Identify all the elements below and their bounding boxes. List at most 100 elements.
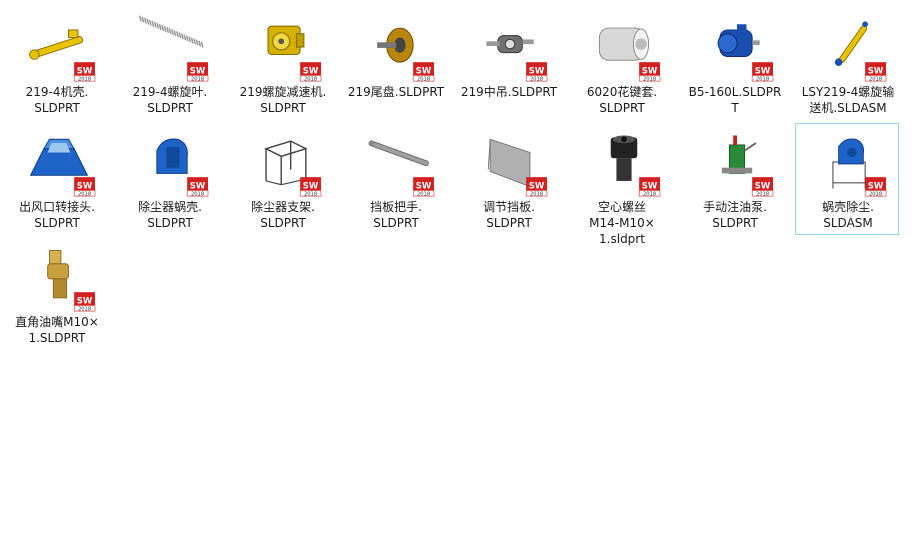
svg-text:2018: 2018 [191,76,204,82]
svg-text:2018: 2018 [756,76,769,82]
outlet-adapter-icon: SW 2018 [29,138,96,197]
volute-casing-icon: SW 2018 [156,138,209,197]
screw-flight-icon: SW 2018 [139,15,209,82]
file-name: 蜗壳除尘. SLDASM [822,200,874,230]
file-item[interactable]: SW 2018 挡板把手. SLDPRT [343,123,447,235]
file-name: 219尾盘.SLDPRT [347,85,445,99]
file-thumbnail: SW 2018 [245,126,325,198]
file-item[interactable]: SW 2018 219-4机壳. SLDPRT [4,8,108,120]
file-item[interactable]: SW 2018 219尾盘.SLDPRT [343,8,447,120]
file-item[interactable]: SW 2018 除尘器支架. SLDPRT [230,123,334,235]
solidworks-badge-text: SW [868,182,884,192]
file-name: 219中吊.SLDPRT [460,85,558,99]
solidworks-badge-text: SW [416,182,432,192]
solidworks-badge-text: SW [77,67,93,77]
file-thumbnail: SW 2018 [358,11,438,83]
file-thumbnail: SW 2018 [810,126,890,198]
file-name: 出风口转接头. SLDPRT [19,200,95,230]
file-item[interactable]: SW 2018 空心螺丝 M14-M10× 1.sldprt [569,123,673,246]
solidworks-badge-text: SW [755,182,771,192]
svg-text:2018: 2018 [869,191,882,197]
file-name: 219-4螺旋叶. SLDPRT [132,85,208,115]
file-thumbnail: SW 2018 [245,11,325,83]
file-thumbnail: SW 2018 [471,126,551,198]
svg-text:2018: 2018 [643,191,656,197]
svg-text:2018: 2018 [869,76,882,82]
file-name: 挡板把手. SLDPRT [370,200,422,230]
file-item[interactable]: SW 2018 调节挡板. SLDPRT [456,123,560,235]
tail-disc-icon: SW 2018 [377,27,435,82]
adjust-baffle-icon: SW 2018 [487,138,548,197]
screw-conveyor-icon: SW 2018 [834,21,887,82]
file-thumbnail: SW 2018 [584,11,664,83]
file-name: LSY219-4螺旋输 送机.SLDASM [801,85,895,115]
middle-hanger-icon: SW 2018 [486,35,548,82]
svg-text:2018: 2018 [756,191,769,197]
svg-text:2018: 2018 [78,191,91,197]
svg-text:2018: 2018 [417,191,430,197]
solidworks-badge-text: SW [868,67,884,77]
solidworks-badge-text: SW [190,182,206,192]
motor-icon: SW 2018 [717,24,774,82]
svg-text:2018: 2018 [304,191,317,197]
file-item[interactable]: SW 2018 直角油嘴M10× 1.SLDPRT [4,238,108,350]
solidworks-badge-text: SW [77,297,93,307]
grease-nipple-icon: SW 2018 [47,249,96,312]
file-item[interactable]: SW 2018 219中吊.SLDPRT [456,8,560,120]
grease-pump-icon: SW 2018 [721,135,774,197]
file-item[interactable]: SW 2018 219螺旋减速机. SLDPRT [230,8,334,120]
file-name: 除尘器蜗壳. SLDPRT [138,200,202,230]
hollow-bolt-icon: SW 2018 [610,135,661,197]
solidworks-badge-text: SW [303,182,319,192]
file-name: 直角油嘴M10× 1.SLDPRT [15,315,99,345]
file-item[interactable]: SW 2018 LSY219-4螺旋输 送机.SLDASM [795,8,899,120]
solidworks-badge-text: SW [529,182,545,192]
frame-stand-icon: SW 2018 [264,140,322,197]
solidworks-badge-text: SW [190,67,206,77]
file-thumbnail: SW 2018 [19,126,99,198]
svg-text:2018: 2018 [304,76,317,82]
file-thumbnail: SW 2018 [19,241,99,313]
baffle-handle-icon: SW 2018 [368,140,435,197]
solidworks-badge-text: SW [755,67,771,77]
file-name: 除尘器支架. SLDPRT [251,200,315,230]
file-name: 6020花键套. SLDPRT [586,85,658,115]
svg-text:2018: 2018 [78,76,91,82]
file-thumbnail: SW 2018 [471,11,551,83]
file-thumbnail: SW 2018 [358,126,438,198]
file-item[interactable]: SW 2018 219-4螺旋叶. SLDPRT [117,8,221,120]
file-thumbnail: SW 2018 [584,126,664,198]
gear-reducer-icon: SW 2018 [267,25,322,82]
solidworks-badge-text: SW [529,67,545,77]
file-name: 219螺旋减速机. SLDPRT [239,85,327,115]
solidworks-badge-text: SW [303,67,319,77]
file-thumbnail: SW 2018 [19,11,99,83]
file-thumbnail: SW 2018 [697,126,777,198]
file-name: 219-4机壳. SLDPRT [25,85,89,115]
svg-text:2018: 2018 [530,191,543,197]
file-item[interactable]: SW 2018 手动注油泵. SLDPRT [682,123,786,235]
file-name: B5-160L.SLDPR T [688,85,782,115]
file-item[interactable]: SW 2018 蜗壳除尘. SLDASM [795,123,899,235]
dust-collector-icon: SW 2018 [832,138,887,197]
file-thumbnail: SW 2018 [132,11,212,83]
file-thumbnail: SW 2018 [697,11,777,83]
file-item[interactable]: SW 2018 除尘器蜗壳. SLDPRT [117,123,221,235]
solidworks-badge-text: SW [642,182,658,192]
solidworks-badge-text: SW [642,67,658,77]
auger-housing-icon: SW 2018 [29,29,96,82]
svg-text:2018: 2018 [417,76,430,82]
file-thumbnail: SW 2018 [132,126,212,198]
file-item[interactable]: SW 2018 B5-160L.SLDPR T [682,8,786,120]
solidworks-badge-text: SW [77,182,93,192]
file-name: 手动注油泵. SLDPRT [703,200,767,230]
svg-text:2018: 2018 [191,191,204,197]
svg-text:2018: 2018 [78,306,91,312]
spline-sleeve-icon: SW 2018 [598,27,661,82]
svg-text:2018: 2018 [643,76,656,82]
file-item[interactable]: SW 2018 6020花键套. SLDPRT [569,8,673,120]
file-item[interactable]: SW 2018 出风口转接头. SLDPRT [4,123,108,235]
file-name: 调节挡板. SLDPRT [483,200,535,230]
solidworks-badge-text: SW [416,67,432,77]
svg-text:2018: 2018 [530,76,543,82]
